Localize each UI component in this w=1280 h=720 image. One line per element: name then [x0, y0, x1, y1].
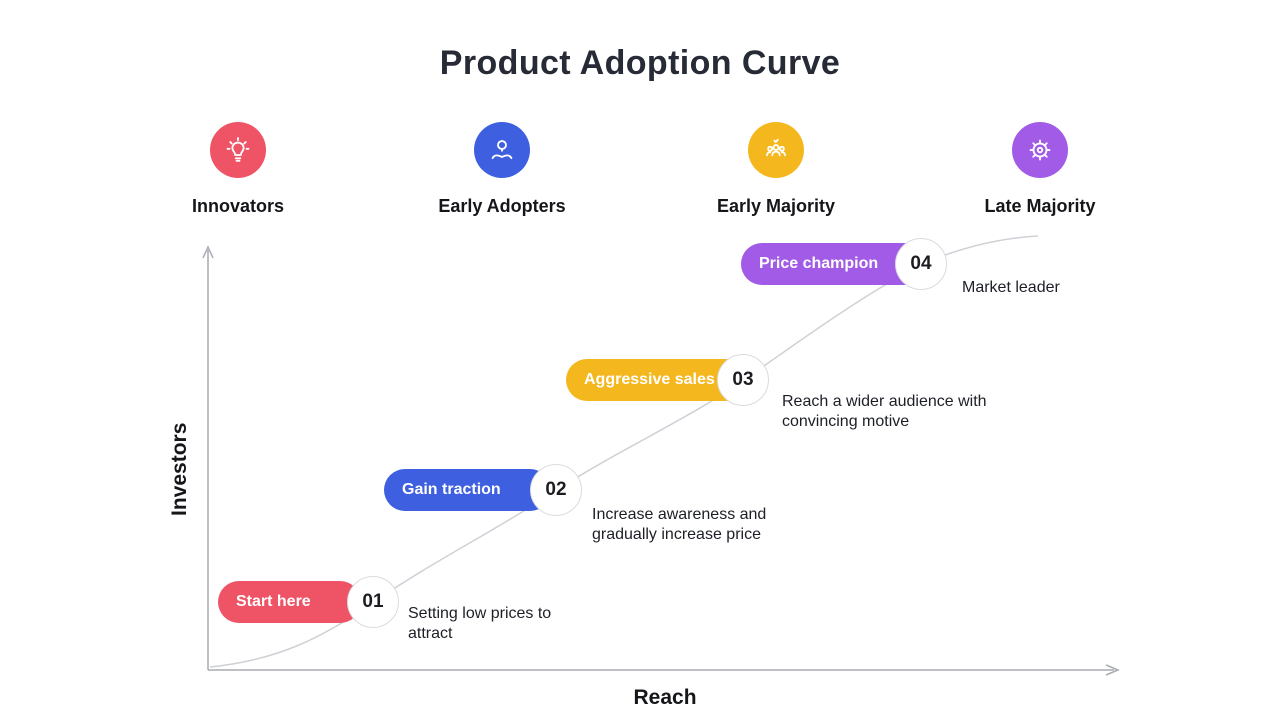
- step-number-02: 02: [530, 464, 582, 516]
- step-desc-02: Increase awareness and gradually increas…: [592, 506, 767, 543]
- x-axis-label: Reach: [633, 686, 697, 709]
- step-label: Aggressive sales: [584, 371, 715, 388]
- page-title: Product Adoption Curve: [439, 44, 841, 82]
- gear-idea-icon: [1012, 122, 1068, 178]
- step-pill-02: Gain traction: [384, 469, 551, 511]
- step-desc-03: Reach a wider audience with convincing m…: [782, 393, 987, 430]
- x-axis-arrow: [1105, 664, 1120, 676]
- step-desc-01: Setting low prices to attract: [408, 605, 552, 642]
- segment-early-majority: Early Majority: [666, 122, 886, 217]
- step-number-text: 04: [910, 253, 932, 274]
- step-pill-01: Start here: [218, 581, 361, 623]
- step-number-text: 03: [732, 369, 754, 390]
- step-number-04: 04: [895, 238, 947, 290]
- segment-label: Early Majority: [716, 196, 836, 216]
- segment-label: Late Majority: [984, 196, 1096, 216]
- segment-innovators: Innovators: [128, 122, 348, 217]
- step-number-text: 01: [362, 591, 384, 612]
- step-desc-04: Market leader: [962, 279, 1060, 296]
- step-number-01: 01: [347, 576, 399, 628]
- hands-holding-bulb-icon: [474, 122, 530, 178]
- step-number-text: 02: [545, 479, 567, 500]
- segment-label: Early Adopters: [438, 196, 566, 216]
- segment-early-adopters: Early Adopters: [392, 122, 612, 217]
- lightbulb-idea-icon: [210, 122, 266, 178]
- step-label: Price champion: [759, 255, 879, 272]
- step-number-03: 03: [717, 354, 769, 406]
- segment-label: Innovators: [191, 196, 284, 216]
- y-axis-arrow: [202, 245, 214, 259]
- step-label: Gain traction: [402, 481, 501, 498]
- segment-late-majority: Late Majority: [930, 122, 1150, 217]
- step-label: Start here: [236, 593, 311, 610]
- y-axis-label: Investors: [168, 422, 191, 516]
- team-approval-icon: [748, 122, 804, 178]
